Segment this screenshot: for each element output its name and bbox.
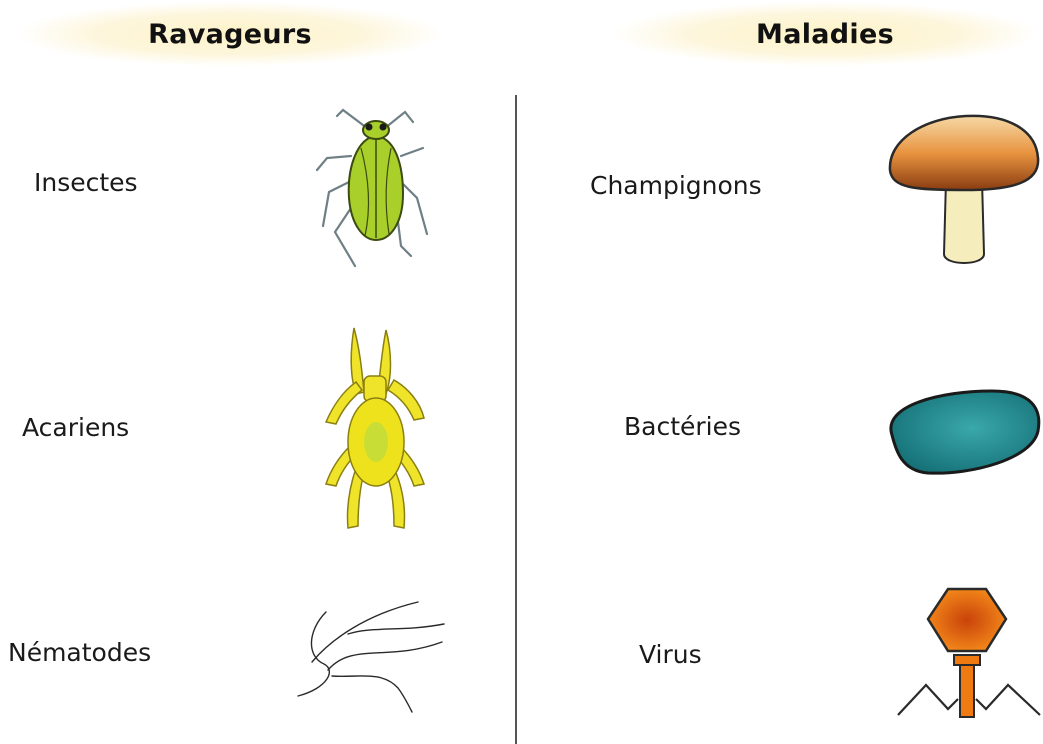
label-virus: Virus [639,640,702,669]
label-bacteries: Bactéries [624,412,741,441]
virus-icon [890,585,1043,720]
maladies-title: Maladies [756,19,894,50]
mite-icon [320,322,432,534]
mushroom-icon [884,110,1043,270]
label-champignons: Champignons [590,171,762,200]
bacterium-icon [882,385,1043,481]
label-insectes: Insectes [34,168,138,197]
column-divider [515,95,517,744]
nematode-icon [292,596,454,714]
label-nematodes: Nématodes [8,638,151,667]
label-acariens: Acariens [22,413,129,442]
ravageurs-header: Ravageurs [20,2,440,66]
maladies-header: Maladies [615,2,1035,66]
aphid-icon [305,98,435,270]
ravageurs-title: Ravageurs [148,19,312,50]
